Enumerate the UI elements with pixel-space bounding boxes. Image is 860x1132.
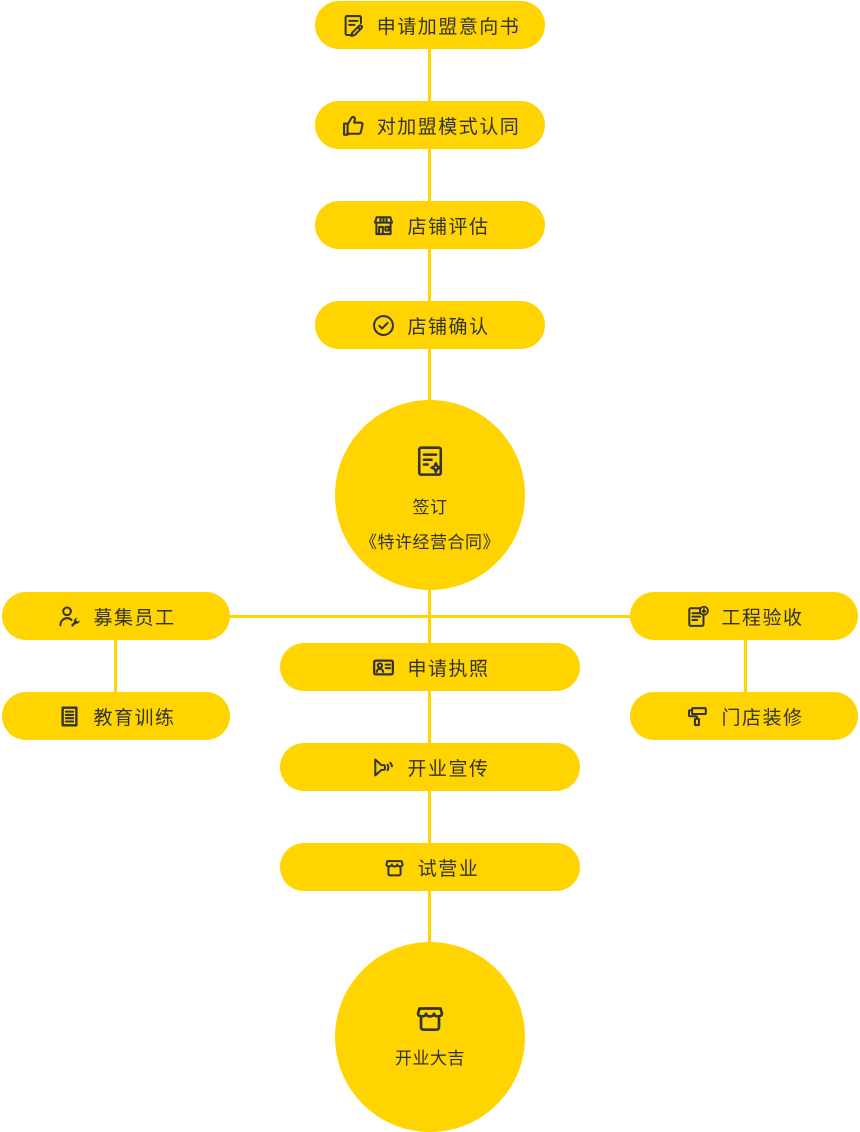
connector-vertical-left-branch bbox=[114, 640, 117, 692]
circle-label-line2: 《特许经营合同》 bbox=[360, 533, 500, 552]
id-card-icon bbox=[373, 659, 395, 675]
node-label: 门店装修 bbox=[721, 707, 804, 729]
node-shop-evaluation: 店铺评估 bbox=[315, 201, 545, 249]
shop-awning-icon bbox=[385, 859, 404, 876]
node-education-training: 教育训练 bbox=[2, 692, 230, 740]
node-label: 申请执照 bbox=[407, 658, 490, 680]
storefront-awning-icon bbox=[416, 1007, 444, 1031]
check-circle-icon bbox=[373, 314, 395, 336]
connector-horizontal-branches bbox=[230, 615, 630, 618]
node-label: 教育训练 bbox=[93, 707, 176, 729]
circle-label-line1: 签订 bbox=[412, 498, 448, 517]
connector-vertical-1 bbox=[428, 49, 431, 101]
node-sign-franchise-contract: 签订 《特许经营合同》 bbox=[335, 400, 525, 590]
storefront-icon bbox=[374, 215, 394, 235]
recruit-staff-icon bbox=[59, 605, 81, 626]
node-label: 工程验收 bbox=[721, 607, 804, 629]
paint-roller-icon bbox=[688, 706, 708, 726]
inspection-report-icon bbox=[688, 605, 710, 627]
training-manual-icon bbox=[61, 706, 79, 726]
node-label: 募集员工 bbox=[93, 607, 176, 629]
node-shop-confirmation: 店铺确认 bbox=[315, 301, 545, 349]
node-label: 开业宣传 bbox=[407, 758, 490, 780]
node-label: 对加盟模式认同 bbox=[376, 116, 521, 138]
connector-vertical-4 bbox=[428, 349, 431, 400]
node-label: 店铺确认 bbox=[407, 316, 490, 338]
connector-vertical-8 bbox=[428, 891, 431, 942]
node-trial-operation: 试营业 bbox=[280, 843, 580, 891]
node-store-decoration: 门店装修 bbox=[630, 692, 858, 740]
node-model-agreement: 对加盟模式认同 bbox=[315, 101, 545, 149]
node-recruit-staff: 募集员工 bbox=[2, 592, 230, 640]
document-edit-icon bbox=[344, 14, 363, 37]
connector-vertical-7 bbox=[428, 791, 431, 843]
connector-vertical-6 bbox=[428, 691, 431, 743]
node-apply-intent-letter: 申请加盟意向书 bbox=[315, 1, 545, 49]
connector-vertical-3 bbox=[428, 249, 431, 301]
node-grand-opening: 开业大吉 bbox=[335, 942, 525, 1132]
circle-label: 开业大吉 bbox=[395, 1049, 465, 1068]
loudspeaker-icon bbox=[374, 758, 394, 776]
node-project-acceptance: 工程验收 bbox=[630, 592, 858, 640]
thumbs-up-icon bbox=[342, 115, 364, 136]
connector-vertical-2 bbox=[428, 149, 431, 201]
contract-seal-icon bbox=[417, 446, 443, 476]
node-apply-license: 申请执照 bbox=[280, 643, 580, 691]
node-label: 申请加盟意向书 bbox=[376, 16, 521, 38]
node-label: 试营业 bbox=[417, 858, 480, 880]
node-opening-promotion: 开业宣传 bbox=[280, 743, 580, 791]
connector-vertical-right-branch bbox=[744, 640, 747, 692]
node-label: 店铺评估 bbox=[407, 216, 490, 238]
